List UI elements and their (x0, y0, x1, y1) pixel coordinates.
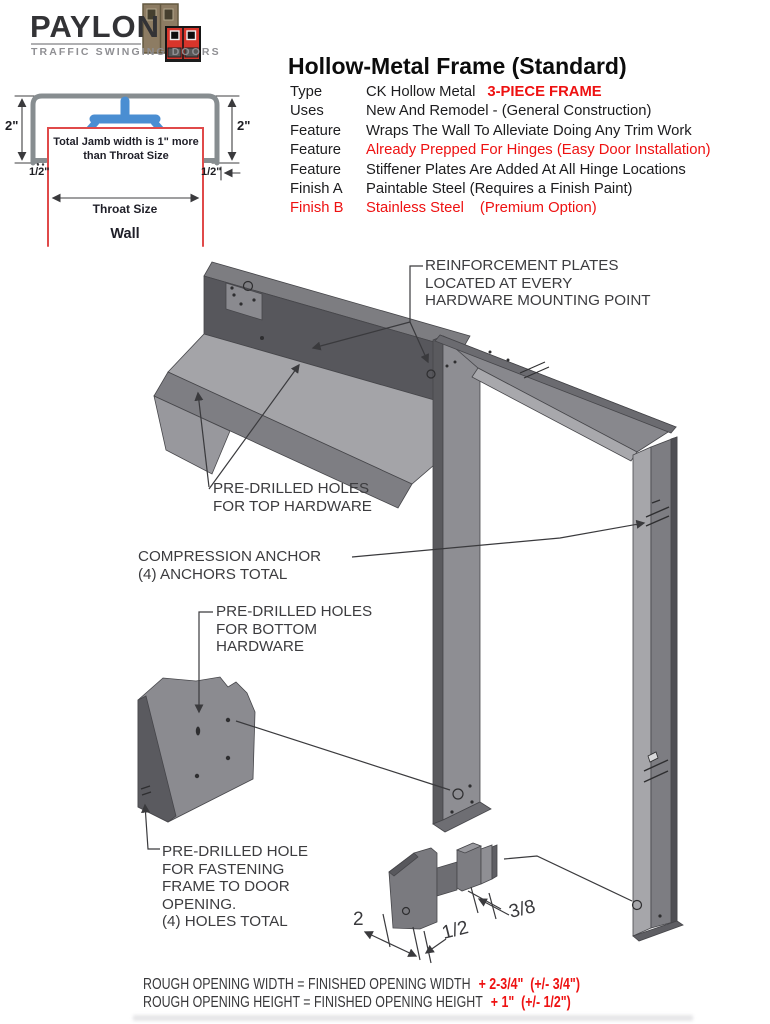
callout-fastening-holes: PRE-DRILLED HOLE FOR FASTENING FRAME TO … (162, 843, 309, 931)
spec-value: Stainless Steel (366, 200, 464, 217)
header-piece-drawing (153, 261, 471, 509)
callout-leader-lines (141, 265, 646, 902)
spec-value: Stiffener Plates Are Added At All Hinge … (366, 161, 686, 178)
spec-value: Already Prepped For Hinges (Easy Door In… (366, 142, 711, 159)
throat-size-label: Throat Size (92, 202, 158, 216)
callout-top-hardware-holes: PRE-DRILLED HOLES FOR TOP HARDWARE (213, 480, 372, 515)
return-dim-right: 1/2" (201, 166, 222, 178)
callout-bottom-hardware-holes: PRE-DRILLED HOLES FOR BOTTOM HARDWARE (216, 603, 373, 656)
spec-value: CK Hollow Metal (366, 84, 476, 100)
wall-anchor-clip-icon (84, 96, 166, 135)
spec-label: Feature (290, 161, 341, 178)
spec-row-feature-3: Feature Stiffener Plates Are Added At Al… (290, 161, 760, 180)
wall-outline (47, 127, 204, 247)
formula-addition: + 1" (+/- 1/2") (490, 994, 571, 1011)
logo-wordmark: PAYLON (30, 9, 161, 44)
jamb-depth-dim-right: 2" (237, 118, 251, 133)
page-title: Hollow-Metal Frame (Standard) (288, 53, 627, 79)
spec-value: New And Remodel - (General Construction) (366, 103, 652, 120)
rough-opening-width-formula: ROUGH OPENING WIDTH = FINISHED OPENING W… (143, 976, 580, 994)
formula-addition: + 2-3/4" (+/- 3/4") (478, 976, 580, 993)
spec-row-finish-b: Finish B Stainless Steel (Premium Option… (290, 199, 760, 218)
formula-text: ROUGH OPENING HEIGHT = FINISHED OPENING … (143, 994, 483, 1011)
jamb-cross-section-diagram (14, 93, 241, 247)
spec-value-note: (Premium Option) (479, 200, 597, 217)
callout-reinforcement-plates: REINFORCEMENT PLATES LOCATED AT EVERY HA… (425, 257, 651, 310)
logo-underline (31, 43, 141, 45)
jamb-depth-dim-left: 2" (5, 118, 19, 133)
spec-label: Uses (290, 103, 324, 120)
rough-opening-height-formula: ROUGH OPENING HEIGHT = FINISHED OPENING … (143, 994, 571, 1012)
cropped-text-artifact (133, 1015, 693, 1021)
door-frame-drawing (426, 334, 684, 942)
spec-row-feature-1: Feature Wraps The Wall To Alleviate Doin… (290, 122, 760, 141)
anchor-width-dim: 2 (353, 909, 364, 930)
spec-value: Paintable Steel (Requires a Finish Paint… (366, 181, 633, 198)
spec-row-uses: Uses New And Remodel - (General Construc… (290, 102, 760, 121)
swinging-doors-icon (142, 3, 201, 62)
spec-row-feature-2: Feature Already Prepped For Hinges (Easy… (290, 141, 760, 160)
jamb-width-note: Total Jamb width is 1" more than Throat … (53, 136, 199, 162)
wall-label: Wall (110, 226, 140, 242)
spec-label: Feature (290, 122, 341, 139)
spec-value: Wraps The Wall To Alleviate Doing Any Tr… (366, 122, 692, 139)
spec-label: Finish A (290, 181, 343, 198)
spec-table: Type CK Hollow Metal 3-PIECE FRAME Uses … (290, 83, 760, 219)
callout-compression-anchor: COMPRESSION ANCHOR (4) ANCHORS TOTAL (138, 548, 322, 583)
spec-label: Type (290, 84, 323, 100)
spec-row-finish-a: Finish A Paintable Steel (Requires a Fin… (290, 180, 760, 199)
logo-tagline: TRAFFIC SWINGING DOORS (31, 46, 221, 58)
bottom-plate-drawing (137, 676, 256, 823)
spec-value-highlight: 3-PIECE FRAME (487, 84, 602, 100)
spec-label: Finish B (290, 200, 344, 217)
compression-anchor-bracket-drawing (363, 842, 510, 964)
return-dim-left: 1/2" (29, 166, 50, 178)
jamb-channel-profile (30, 93, 220, 166)
formula-text: ROUGH OPENING WIDTH = FINISHED OPENING W… (143, 976, 471, 993)
spec-row-type: Type CK Hollow Metal 3-PIECE FRAME (290, 83, 760, 102)
spec-label: Feature (290, 142, 341, 159)
